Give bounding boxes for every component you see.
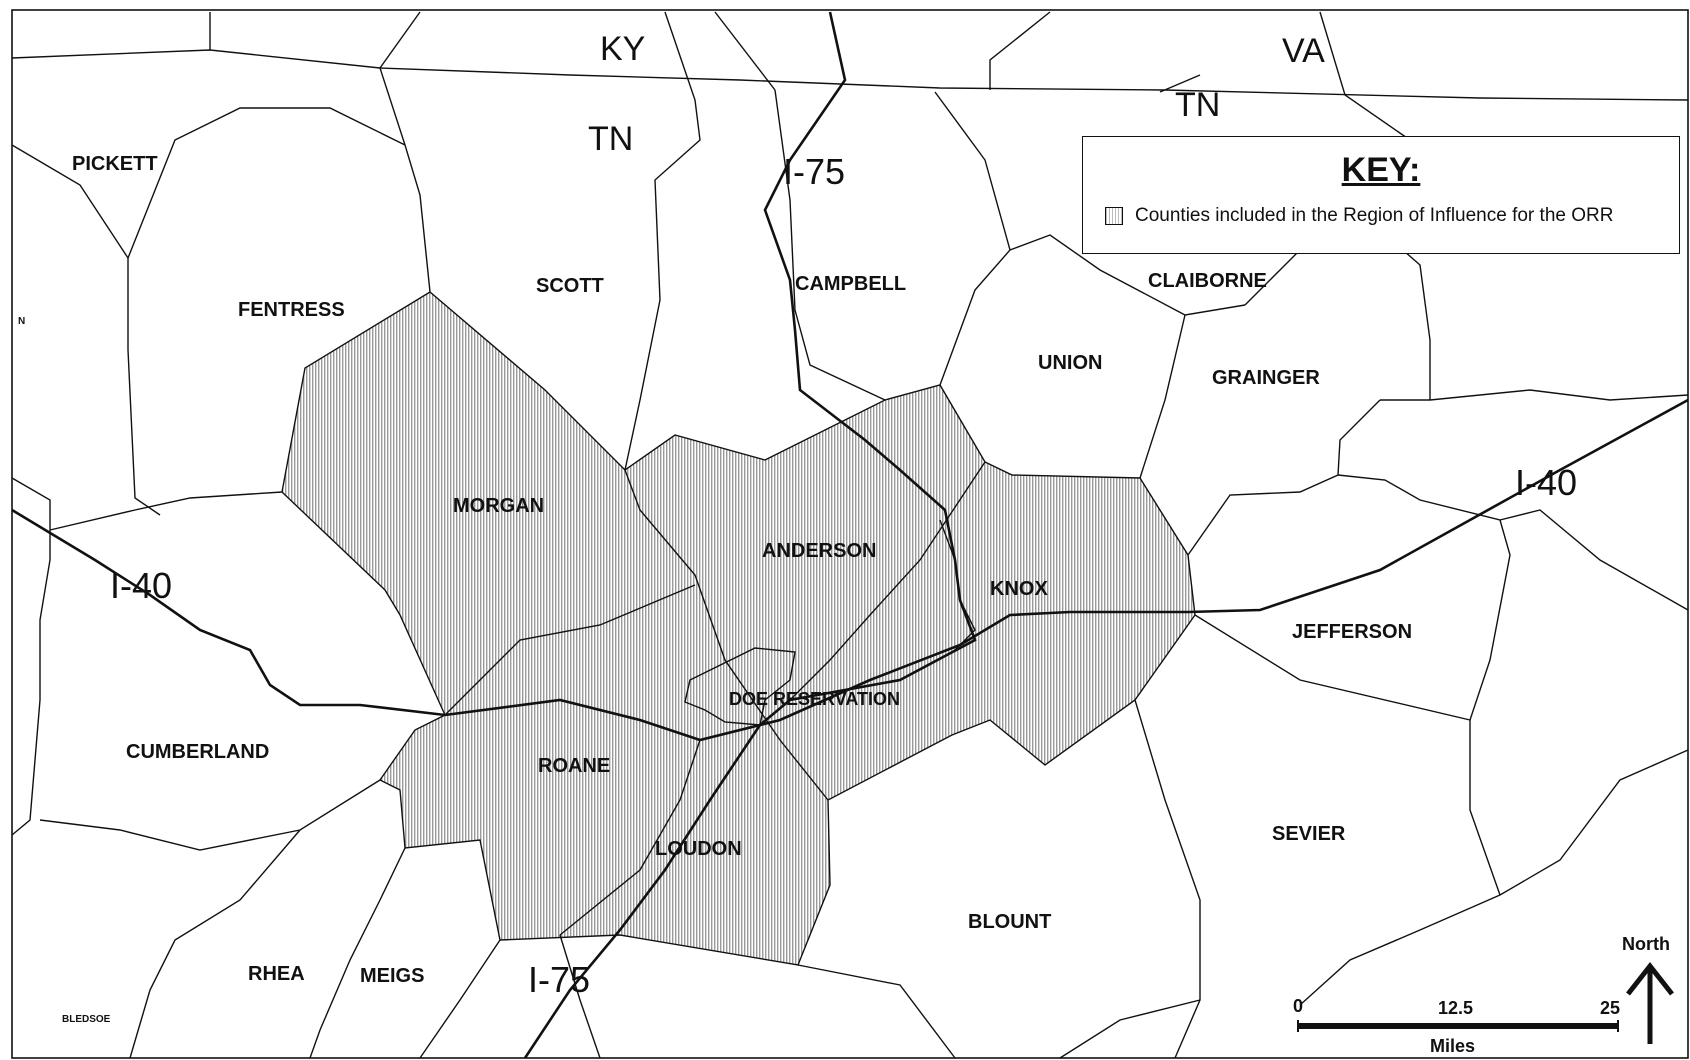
scale-tick-mid: 12.5: [1438, 998, 1473, 1018]
map-key: KEY: Counties included in the Region of …: [1082, 136, 1680, 254]
county-label-fentress: FENTRESS: [238, 299, 345, 321]
county-label-scott: SCOTT: [536, 275, 604, 297]
county-borders: [11, 11, 1689, 1059]
hatched-square-icon: [1105, 207, 1123, 225]
doe-reservation-outline: [684, 647, 796, 726]
scale-unit: Miles: [1430, 1036, 1475, 1056]
up-arrow-icon: [1626, 961, 1674, 1044]
key-entry: Counties included in the Region of Influ…: [1105, 205, 1613, 227]
border-anderson-knox: [789, 461, 986, 701]
county-label-morgan: MORGAN: [453, 495, 544, 517]
county-label-meigs: MEIGS: [360, 965, 424, 987]
edge-letter: N: [18, 316, 25, 327]
county-label-claiborne: CLAIBORNE: [1148, 270, 1267, 292]
county-label-union: UNION: [1038, 352, 1102, 374]
county-label-pickett: PICKETT: [72, 153, 158, 175]
highway-label-i40-east: I-40: [1515, 462, 1577, 503]
border-roane-loudon: [559, 739, 701, 936]
key-title: KEY:: [1341, 151, 1421, 189]
region-of-influence: [281, 291, 1196, 966]
highways: [11, 11, 1689, 1059]
county-label-cumberland: CUMBERLAND: [126, 741, 269, 763]
scale-tick-0: 0: [1293, 996, 1303, 1016]
county-label-loudon: LOUDON: [655, 838, 742, 860]
county-label-jefferson: JEFFERSON: [1292, 621, 1412, 643]
i75-route: [523, 11, 977, 1059]
county-label-blount: BLOUNT: [968, 911, 1051, 933]
border-morgan-anderson: [624, 469, 829, 801]
map-frame: [11, 9, 1689, 1059]
north-label: North: [1622, 934, 1670, 954]
scale-bar: 0 12.5 25 Miles: [1293, 996, 1620, 1056]
state-label-ky: KY: [600, 30, 645, 68]
highway-label-i75-south: I-75: [528, 959, 590, 1000]
state-label-tn-east: TN: [1175, 86, 1220, 124]
doe-reservation-label: DOE RESERVATION: [729, 689, 900, 709]
state-label-va: VA: [1282, 32, 1325, 70]
i40-route: [11, 398, 1689, 742]
county-label-campbell: CAMPBELL: [795, 273, 906, 295]
north-arrow: North: [1622, 934, 1674, 1044]
county-label-grainger: GRAINGER: [1212, 367, 1320, 389]
county-label-bledsoe: BLEDSOE: [62, 1014, 111, 1025]
county-label-rhea: RHEA: [248, 963, 305, 985]
border-morgan-roane: [444, 584, 696, 716]
key-entry-label: Counties included in the Region of Influ…: [1135, 205, 1614, 226]
scale-tick-end: 25: [1600, 998, 1620, 1018]
highway-label-i75-north: I-75: [783, 151, 845, 192]
state-label-tn-west: TN: [588, 120, 633, 158]
county-label-knox: KNOX: [990, 578, 1048, 600]
county-label-anderson: ANDERSON: [762, 540, 876, 562]
county-label-roane: ROANE: [538, 755, 610, 777]
county-label-sevier: SEVIER: [1272, 823, 1346, 845]
highway-label-i40-west: I-40: [110, 565, 172, 606]
